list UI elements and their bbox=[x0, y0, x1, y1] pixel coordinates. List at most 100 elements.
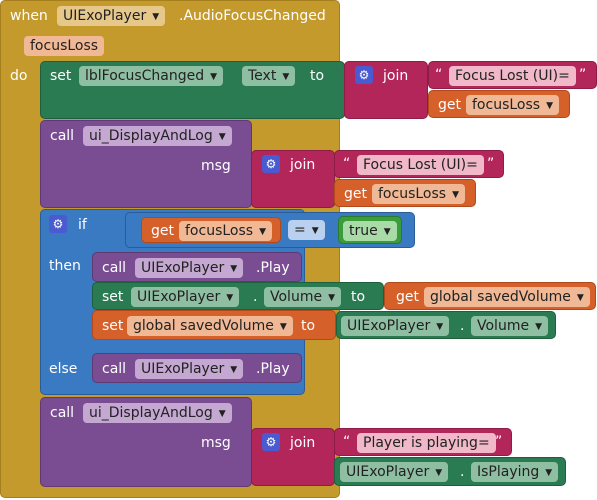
chevron-down-icon: ▼ bbox=[546, 101, 553, 111]
boolean-dropdown[interactable]: true▼ bbox=[343, 221, 397, 241]
gear-icon[interactable]: ⚙ bbox=[49, 215, 67, 233]
property-dropdown[interactable]: Volume▼ bbox=[264, 287, 341, 307]
text-value[interactable]: Focus Lost (UI)= bbox=[449, 66, 576, 86]
else-label: else bbox=[49, 361, 78, 377]
operator-dropdown[interactable]: =▼ bbox=[288, 220, 325, 240]
component-label: UIExoPlayer bbox=[346, 464, 430, 480]
chevron-down-icon: ▼ bbox=[535, 322, 542, 332]
when-label: when bbox=[10, 8, 48, 24]
component-label: lblFocusChanged bbox=[85, 68, 205, 84]
chevron-down-icon: ▼ bbox=[230, 365, 238, 375]
text-value[interactable]: Focus Lost (UI)= bbox=[357, 155, 484, 175]
procedure-dropdown[interactable]: ui_DisplayAndLog ▼ bbox=[83, 126, 232, 146]
component-label: UIExoPlayer bbox=[141, 260, 225, 276]
chevron-down-icon: ▼ bbox=[576, 293, 584, 303]
set-lbl-text-block[interactable]: set lblFocusChanged▼ . Text▼ to bbox=[40, 61, 345, 119]
do-label: do bbox=[10, 68, 28, 84]
get-savedvolume-block[interactable]: get global savedVolume ▼ bbox=[384, 282, 596, 310]
quote-close: ” bbox=[487, 156, 495, 172]
property-label: Volume bbox=[477, 318, 530, 334]
text-block-3[interactable]: “ Player is playing= ” bbox=[334, 428, 512, 456]
chevron-down-icon: ▼ bbox=[435, 468, 443, 478]
volume-getter-block[interactable]: UIExoPlayer▼ . Volume▼ bbox=[336, 311, 556, 339]
call-label: call bbox=[50, 128, 75, 144]
component-label: UIExoPlayer bbox=[347, 318, 431, 334]
gear-icon[interactable]: ⚙ bbox=[355, 66, 373, 84]
var-dropdown[interactable]: global savedVolume ▼ bbox=[424, 287, 590, 307]
call-label: call bbox=[50, 405, 75, 421]
var-dropdown[interactable]: global savedVolume▼ bbox=[127, 316, 293, 336]
component-dropdown[interactable]: UIExoPlayer ▼ bbox=[340, 462, 449, 482]
quote-open: “ bbox=[343, 434, 351, 450]
method-label: .Play bbox=[256, 260, 290, 276]
procedure-dropdown[interactable]: ui_DisplayAndLog▼ bbox=[83, 403, 232, 423]
call-label: call bbox=[102, 361, 127, 377]
get-label: get bbox=[151, 223, 174, 239]
event-component-dropdown[interactable]: UIExoPlayer▼ bbox=[57, 6, 166, 26]
property-dropdown[interactable]: Volume ▼ bbox=[471, 316, 548, 336]
procedure-label: ui_DisplayAndLog bbox=[89, 405, 213, 421]
to-label: to bbox=[301, 318, 316, 334]
text-value[interactable]: Player is playing= bbox=[357, 433, 496, 453]
dot-label: . bbox=[460, 464, 465, 480]
property-dropdown[interactable]: Text▼ bbox=[242, 66, 296, 86]
isplaying-getter-block[interactable]: UIExoPlayer ▼ . IsPlaying ▼ bbox=[334, 457, 566, 486]
gear-icon[interactable]: ⚙ bbox=[262, 155, 280, 173]
call-display-log-block-2[interactable]: call ui_DisplayAndLog▼ msg bbox=[40, 397, 252, 487]
param-label: focusLoss bbox=[30, 38, 99, 54]
var-label: global savedVolume bbox=[133, 318, 274, 334]
get-focusloss-cond[interactable]: get focusLoss▼ bbox=[141, 217, 281, 243]
msg-label: msg bbox=[201, 158, 231, 174]
set-volume-block[interactable]: set UIExoPlayer▼ . Volume▼ to bbox=[92, 282, 384, 310]
property-label: IsPlaying bbox=[477, 464, 540, 480]
property-dropdown[interactable]: IsPlaying ▼ bbox=[471, 462, 559, 482]
component-dropdown[interactable]: UIExoPlayer▼ bbox=[341, 316, 450, 336]
get-block[interactable]: get focusLoss▼ bbox=[428, 90, 570, 118]
method-label: .Play bbox=[256, 361, 290, 377]
var-dropdown[interactable]: focusLoss▼ bbox=[179, 221, 272, 241]
set-label: set bbox=[102, 289, 124, 305]
procedure-label: ui_DisplayAndLog bbox=[89, 128, 213, 144]
chevron-down-icon: ▼ bbox=[311, 226, 319, 236]
call-display-log-block-1[interactable]: call ui_DisplayAndLog ▼ msg bbox=[40, 120, 252, 208]
get-label: get bbox=[396, 289, 419, 305]
text-block[interactable]: “ Focus Lost (UI)= ” bbox=[428, 61, 597, 89]
chevron-down-icon: ▼ bbox=[545, 468, 553, 478]
chevron-down-icon: ▼ bbox=[452, 190, 459, 200]
component-dropdown[interactable]: lblFocusChanged ▼ bbox=[79, 66, 224, 86]
var-label: focusLoss bbox=[378, 186, 447, 202]
get-block-2[interactable]: get focusLoss▼ bbox=[334, 179, 476, 207]
chevron-down-icon: ▼ bbox=[210, 72, 218, 82]
text-block-2[interactable]: “ Focus Lost (UI)= ” bbox=[334, 150, 504, 178]
call-label: call bbox=[102, 260, 127, 276]
chevron-down-icon: ▼ bbox=[152, 12, 160, 22]
chevron-down-icon: ▼ bbox=[328, 293, 335, 303]
set-savedvolume-block[interactable]: set global savedVolume▼ to bbox=[92, 310, 336, 340]
chevron-down-icon: ▼ bbox=[226, 293, 234, 303]
gear-icon[interactable]: ⚙ bbox=[262, 433, 280, 451]
to-label: to bbox=[351, 289, 366, 305]
join-block-2[interactable]: ⚙ join bbox=[251, 150, 335, 208]
quote-close: ” bbox=[495, 434, 503, 450]
component-dropdown[interactable]: UIExoPlayer▼ bbox=[131, 287, 240, 307]
call-play-block-then[interactable]: call UIExoPlayer▼ .Play bbox=[92, 252, 302, 282]
var-dropdown[interactable]: focusLoss▼ bbox=[466, 95, 559, 115]
chevron-down-icon: ▼ bbox=[218, 132, 226, 142]
var-label: global savedVolume bbox=[430, 289, 571, 305]
quote-open: “ bbox=[343, 156, 351, 172]
true-block[interactable]: true▼ bbox=[338, 216, 402, 244]
component-dropdown[interactable]: UIExoPlayer▼ bbox=[135, 258, 244, 278]
component-dropdown[interactable]: UIExoPlayer ▼ bbox=[135, 359, 244, 379]
var-dropdown[interactable]: focusLoss ▼ bbox=[372, 184, 465, 204]
to-label: to bbox=[310, 68, 325, 84]
call-play-block-else[interactable]: call UIExoPlayer ▼ .Play bbox=[92, 353, 302, 383]
var-label: focusLoss bbox=[185, 223, 254, 239]
join-label: join bbox=[290, 157, 316, 173]
component-label: UIExoPlayer bbox=[141, 361, 225, 377]
join-block-3[interactable]: ⚙ join bbox=[251, 428, 335, 486]
param-focusloss[interactable]: focusLoss bbox=[24, 36, 105, 56]
join-label: join bbox=[383, 68, 409, 84]
join-block[interactable]: ⚙ join bbox=[344, 61, 428, 119]
chevron-down-icon: ▼ bbox=[383, 227, 391, 237]
join-label: join bbox=[290, 435, 316, 451]
